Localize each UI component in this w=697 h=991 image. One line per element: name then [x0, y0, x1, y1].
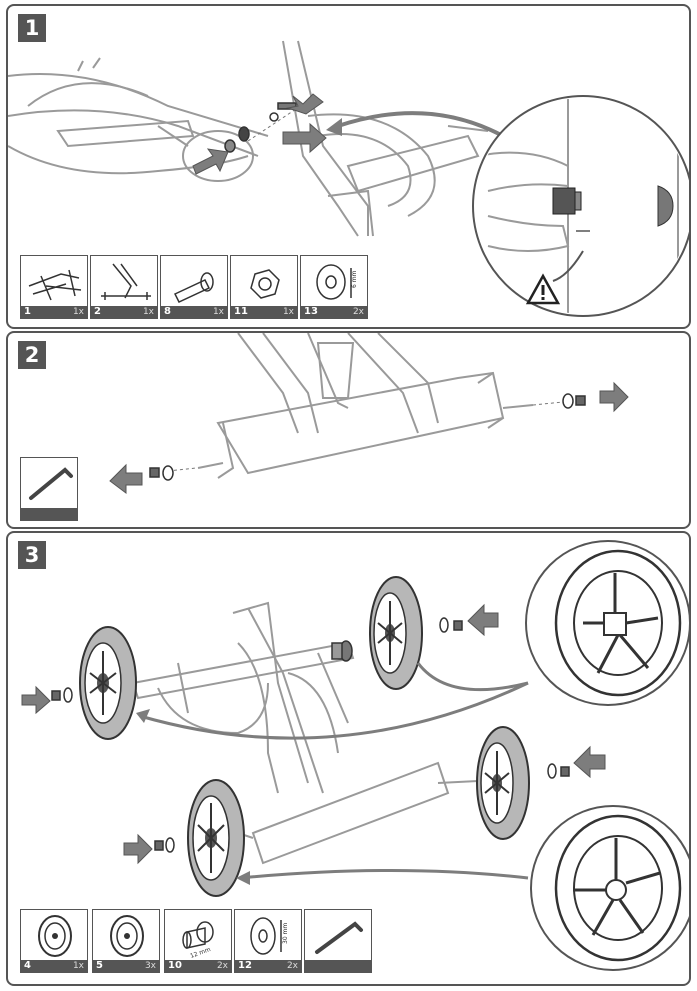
- part-number: 5: [96, 960, 103, 971]
- part-card: 1 1x: [20, 255, 88, 319]
- hex-nut-icon: [250, 269, 280, 299]
- wheel-icon: [110, 915, 144, 957]
- part-card: 5 3x: [92, 909, 160, 973]
- part-quantity: 2x: [216, 961, 228, 971]
- part-quantity: 1x: [72, 961, 84, 971]
- part-card: 11 1x: [230, 255, 298, 319]
- part-number: 10: [168, 960, 182, 971]
- part-card: 2 1x: [90, 255, 158, 319]
- part-card: 8 1x: [160, 255, 228, 319]
- part-card: 4 1x: [20, 909, 88, 973]
- part-number: 1: [24, 306, 31, 317]
- wheel-rear-left: [369, 576, 423, 690]
- part-quantity: 1x: [72, 307, 84, 317]
- warning-triangle-icon: [525, 273, 561, 305]
- tool-card: [20, 457, 78, 521]
- allen-key-icon: [315, 921, 363, 954]
- washer-dimension: 30 mm: [282, 923, 289, 944]
- step-1-number: 1: [18, 14, 46, 42]
- step-2-number: 2: [18, 341, 46, 369]
- axle-pin-icon: [173, 272, 214, 303]
- detail-circle-top: [525, 540, 689, 706]
- part-number: 13: [304, 306, 318, 317]
- allen-key-icon: [29, 467, 73, 500]
- part-quantity: 3x: [144, 961, 156, 971]
- part-quantity: 2x: [286, 961, 298, 971]
- part-number: 2: [94, 306, 101, 317]
- part-number: 11: [234, 306, 248, 317]
- frame-rear-icon: [101, 263, 151, 300]
- part-card: 12 mm 10 2x: [164, 909, 232, 973]
- tool-card: [304, 909, 372, 973]
- wheel-front-right: [187, 779, 245, 897]
- step-1-panel: 1 1 1x 2 1x 8 1x 11 1x 6 mm 13 2x: [6, 4, 691, 329]
- axle-cap-icon: 12 mm: [182, 921, 214, 960]
- washer-icon: 30 mm: [250, 917, 289, 955]
- part-number: 12: [238, 960, 252, 971]
- part-number: 8: [164, 306, 171, 317]
- part-quantity: 2x: [352, 307, 364, 317]
- axle-cap-dimension: 12 mm: [189, 946, 211, 960]
- wheel-icon: [38, 915, 72, 957]
- washer-icon: 6 mm: [316, 264, 358, 300]
- wheel-rear-right: [476, 726, 530, 840]
- frame-front-icon: [28, 269, 82, 301]
- step-3-illustration: [21, 540, 689, 971]
- part-quantity: 1x: [142, 307, 154, 317]
- part-quantity: 1x: [282, 307, 294, 317]
- part-quantity: 1x: [212, 307, 224, 317]
- step-2-panel: 2: [6, 331, 691, 529]
- step-3-number: 3: [18, 541, 46, 569]
- step-2-illustration: [109, 333, 629, 494]
- part-number: 4: [24, 960, 31, 971]
- washer-dimension: 6 mm: [351, 270, 358, 288]
- wheel-front-left: [79, 626, 137, 740]
- part-card: 30 mm 12 2x: [234, 909, 302, 973]
- part-card: 6 mm 13 2x: [300, 255, 368, 319]
- detail-circle-bottom: [530, 805, 689, 971]
- step-1-illustration: [8, 40, 689, 317]
- step-3-panel: 3 4 1x 5 3x 12 mm 10 2x 30 mm 12 2x: [6, 531, 691, 986]
